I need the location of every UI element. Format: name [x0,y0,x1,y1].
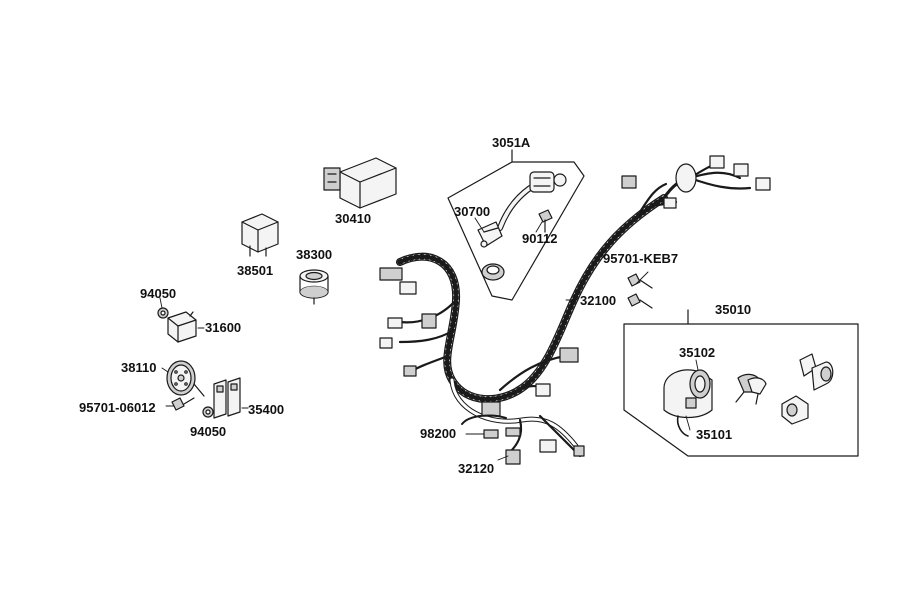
bolt-90112 [538,209,553,233]
label-35400: 35400 [248,402,285,417]
group-bracket-3051a [447,149,585,301]
label-38110: 38110 [121,360,157,375]
label-32100: 32100 [580,293,617,308]
cdi-unit-30410 [323,157,397,209]
label-95701-06012: 95701-06012 [79,400,156,415]
flasher-38300 [299,269,329,305]
label-31600: 31600 [205,320,242,335]
wiring-harness-32100 [379,155,771,465]
seat-lock-parts [781,353,834,425]
label-3051a: 3051A [492,135,531,150]
relay-38501 [241,213,279,257]
label-35101: 35101 [696,427,733,442]
label-30700: 30700 [454,204,491,219]
bolts-95701-keb7 [627,273,653,309]
label-98200: 98200 [420,426,457,441]
horn-38110 [166,360,205,397]
nut-94050-lower [202,406,214,418]
label-35102: 35102 [679,345,716,360]
label-38501: 38501 [237,263,274,278]
label-90112: 90112 [522,231,558,246]
label-94050-lower: 94050 [190,424,227,439]
spark-plug-lead [497,171,567,231]
bolt-95701-06012 [171,397,195,411]
label-30410: 30410 [335,211,372,226]
label-32120: 32120 [458,461,495,476]
ignition-keys [735,373,767,405]
leader-lines [159,217,699,461]
label-35010: 35010 [715,302,752,317]
label-94050-upper: 94050 [140,286,177,301]
starter-relay-35400 [213,377,241,419]
group-bracket-35010 [623,309,859,457]
spark-plug-cap-30700 [477,221,503,248]
ignition-switch-35102 [663,369,713,437]
label-38300: 38300 [296,247,333,262]
cap-seal [481,263,505,281]
nut-94050-upper [157,307,169,319]
regulator-31600 [167,311,197,343]
label-95701-keb7: 95701-KEB7 [603,251,679,266]
